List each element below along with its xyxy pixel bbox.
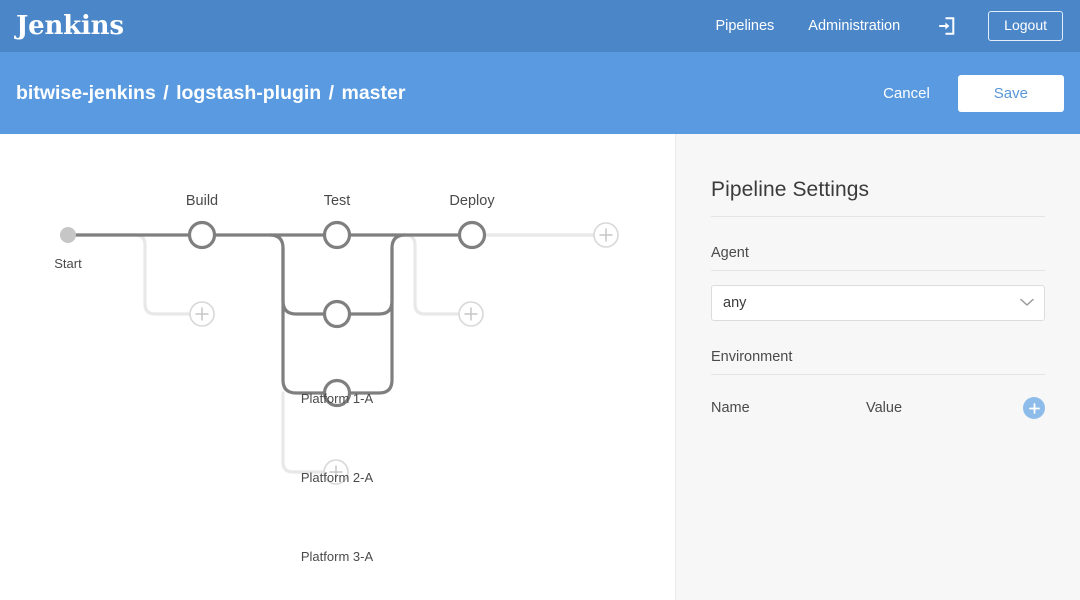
breadcrumb: bitwise-jenkins / logstash-plugin / mast… [16,82,405,105]
cancel-button[interactable]: Cancel [871,77,942,110]
add-stage-after-test-button[interactable] [458,301,484,327]
ghost-connectors [66,233,596,474]
editor-body: Start Build Test Deploy Platform 1-A Pla… [0,134,1080,600]
nav-link-pipelines[interactable]: Pipelines [715,17,775,34]
stage-node-platform-1-a[interactable] [322,220,352,250]
add-parallel-branch-button[interactable] [323,459,349,485]
logout-button[interactable]: Logout [988,11,1063,41]
start-node[interactable] [60,227,76,243]
add-stage-after-deploy-button[interactable] [593,222,619,248]
pipeline-graph-svg [60,220,619,485]
breadcrumb-org[interactable]: bitwise-jenkins [16,81,156,104]
agent-label: Agent [711,217,1045,271]
stage-node-deploy[interactable] [457,220,487,250]
settings-title: Pipeline Settings [711,134,1045,217]
jenkins-logo[interactable]: Jenkins [16,11,124,41]
label-stage-deploy: Deploy [449,193,495,209]
environment-table-header: Name Value [711,397,1045,419]
login-arrow-icon[interactable] [934,14,958,38]
breadcrumb-separator-1: / [163,81,169,104]
top-navigation-bar: Jenkins Pipelines Administration Logout [0,0,1080,52]
breadcrumb-action-bar: bitwise-jenkins / logstash-plugin / mast… [0,52,1080,134]
stage-node-platform-2-a[interactable] [322,299,352,329]
save-button[interactable]: Save [957,74,1064,112]
environment-col-value: Value [866,400,903,416]
pipeline-stage-nodes [60,220,487,408]
environment-col-name: Name [711,400,750,416]
label-branch-platform-3-a: Platform 3-A [300,549,374,564]
label-stage-test: Test [323,193,351,209]
label-branch-platform-2-a: Platform 2-A [300,470,374,485]
environment-label: Environment [711,321,1045,375]
editor-actions: Cancel Save [871,74,1064,112]
top-nav-links: Pipelines Administration Logout [715,11,1063,41]
add-stage-buttons [189,222,619,485]
pipeline-settings-panel: Pipeline Settings Agent any Environment … [675,134,1080,600]
label-start: Start [54,256,82,271]
add-environment-variable-button[interactable] [1023,397,1045,419]
stage-node-platform-3-a[interactable] [322,378,352,408]
agent-select-wrap: any [711,285,1045,321]
breadcrumb-branch[interactable]: master [341,81,406,104]
label-branch-platform-1-a: Platform 1-A [300,391,374,406]
add-stage-after-start-button[interactable] [189,301,215,327]
breadcrumb-separator-2: / [328,81,335,104]
pipeline-connectors [66,233,461,395]
pipeline-graph-canvas[interactable]: Start Build Test Deploy Platform 1-A Pla… [0,134,675,600]
agent-select[interactable]: any [711,285,1045,321]
nav-link-administration[interactable]: Administration [808,17,901,34]
breadcrumb-repo[interactable]: logstash-plugin [176,81,322,104]
stage-node-build[interactable] [187,220,217,250]
label-stage-build: Build [185,193,219,209]
